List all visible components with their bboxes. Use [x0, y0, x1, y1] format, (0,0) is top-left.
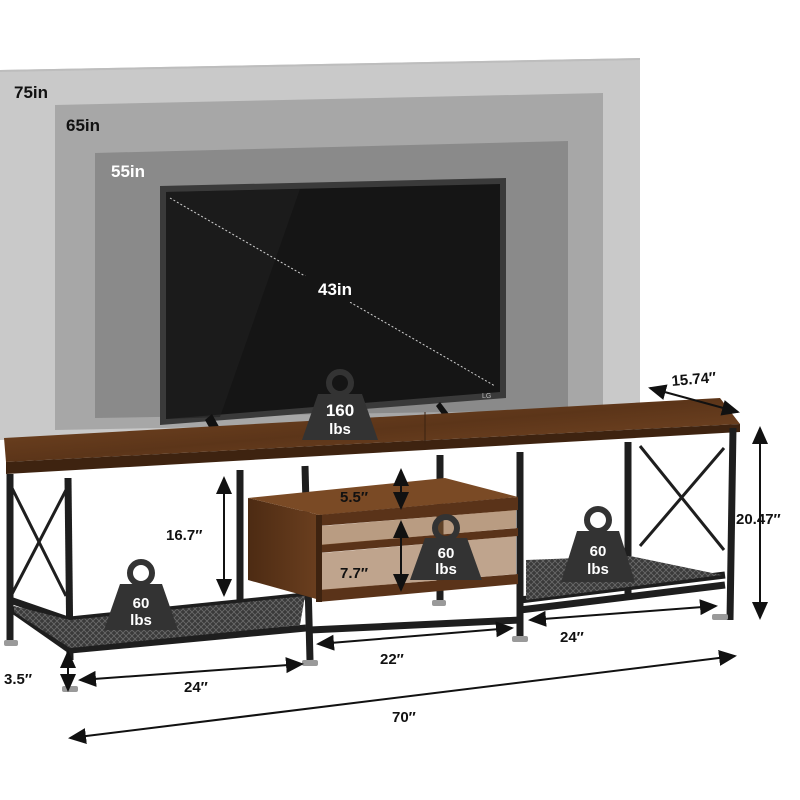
middle-width-arrow [316, 621, 514, 651]
foot-3 [302, 660, 318, 666]
left-width-arrow [78, 657, 304, 687]
weight-right-unit: lbs [587, 561, 609, 578]
weight-icon-right-shelf: 60 lbs [561, 506, 635, 582]
weight-icon-top: 160 lbs [302, 369, 378, 440]
tv-stand [4, 398, 740, 692]
television: 43in LG [160, 178, 506, 450]
tv-size-65-label: 65in [66, 116, 100, 135]
foot-4 [512, 636, 528, 642]
foot-1 [4, 640, 18, 646]
height-label: 20.47″ [736, 511, 781, 528]
middle-width-label: 22″ [380, 651, 404, 668]
right-width-arrow [528, 599, 718, 627]
right-width-label: 24″ [560, 629, 584, 646]
weight-icon-left-shelf: 60 lbs [104, 559, 178, 630]
tv-size-75-label: 75in [14, 83, 48, 102]
depth-label: 15.74″ [671, 369, 717, 390]
upper-gap-label: 5.5″ [340, 489, 368, 506]
total-width-label: 70″ [392, 709, 416, 726]
stand-top-edge [6, 424, 740, 474]
clearance-label: 3.5″ [4, 671, 32, 688]
middle-cubby [248, 478, 518, 602]
tv-brand-logo: LG [482, 393, 491, 400]
weight-middle-value: 60 [438, 545, 455, 562]
weight-top-unit: lbs [329, 421, 351, 438]
left-width-label: 24″ [184, 679, 208, 696]
depth-arrow [648, 384, 740, 416]
foot-6 [712, 614, 728, 620]
total-width-arrow [68, 650, 737, 744]
weight-middle-unit: lbs [435, 561, 457, 578]
lower-gap-label: 7.7″ [340, 565, 368, 582]
weight-top-value: 160 [326, 401, 354, 420]
weight-right-value: 60 [590, 543, 607, 560]
leg-height-label: 16.7″ [166, 527, 202, 544]
tv-size-55-label: 55in [111, 162, 145, 181]
weight-left-value: 60 [133, 595, 150, 612]
weight-icon-middle-shelf: 60 lbs [410, 514, 482, 580]
foot-2 [62, 686, 78, 692]
foot-5 [432, 600, 446, 606]
weight-left-unit: lbs [130, 612, 152, 629]
tv-size-43-label: 43in [318, 280, 352, 299]
